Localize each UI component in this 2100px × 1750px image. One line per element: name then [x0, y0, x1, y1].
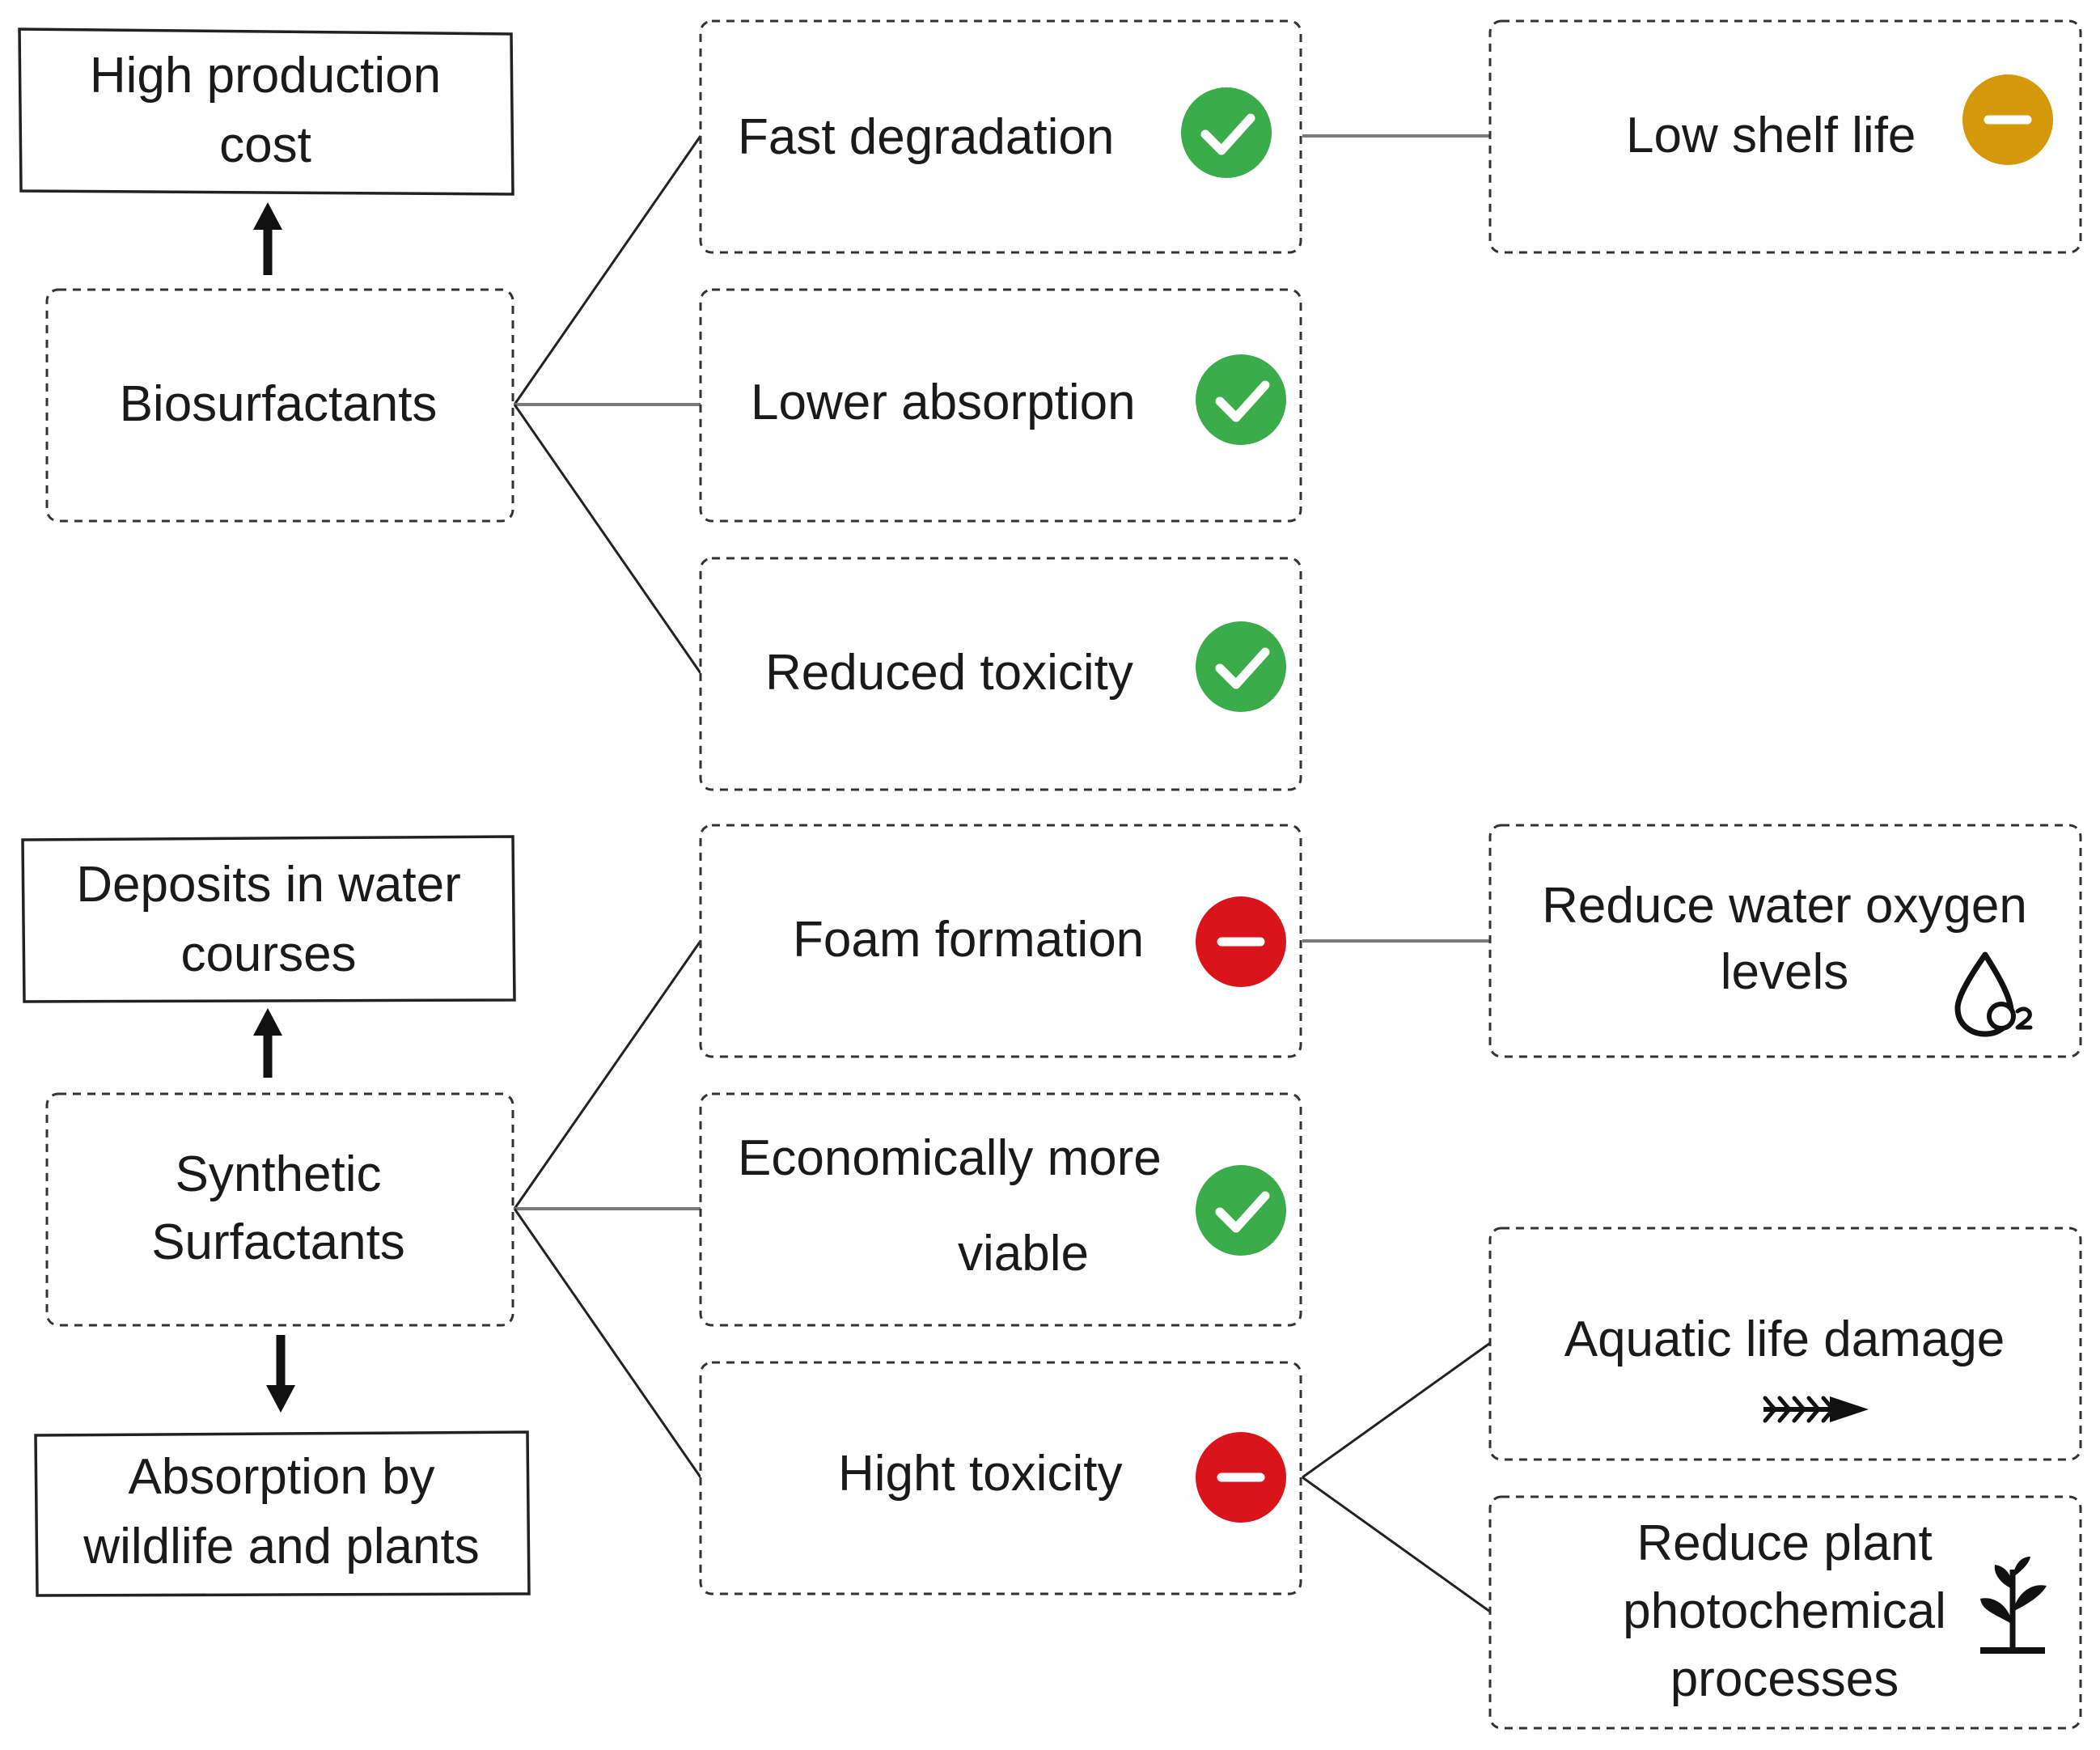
synthetic-surfactants-box: Synthetic Surfactants — [45, 1092, 514, 1327]
deposits-line-2: courses — [180, 926, 356, 982]
absorption-line-2: wildlife and plants — [83, 1519, 479, 1574]
hight-toxicity-label: Hight toxicity — [838, 1446, 1122, 1502]
connector-toxicity-plant — [1302, 1476, 1491, 1613]
check-icon — [1196, 354, 1286, 445]
economically-viable-box: Economically more viable — [699, 1092, 1302, 1327]
reduced-toxicity-label: Reduced toxicity — [765, 645, 1133, 701]
lower-absorption-label: Lower absorption — [751, 375, 1136, 430]
plant-line-2: photochemical — [1623, 1583, 1946, 1639]
arrow-syn-to-deposits — [253, 1008, 282, 1078]
connector-bio-reduced-toxicity — [513, 404, 702, 674]
aquatic-life-damage-box: Aquatic life damage — [1488, 1227, 2082, 1461]
connectors — [253, 134, 1491, 1613]
reduce-water-oxygen-box: Reduce water oxygen levels — [1488, 824, 2082, 1058]
arrow-syn-to-absorption — [266, 1335, 295, 1413]
plant-line-1: Reduce plant — [1636, 1515, 1932, 1571]
connector-bio-fast-degradation — [513, 135, 702, 405]
minus-icon — [1196, 1432, 1286, 1523]
fast-degradation-box: Fast degradation — [699, 19, 1302, 254]
biosurfactants-label: Biosurfactants — [120, 376, 438, 432]
fast-degradation-label: Fast degradation — [738, 109, 1114, 165]
check-icon — [1196, 1165, 1286, 1256]
deposits-in-water-courses-box: Deposits in water courses — [21, 835, 516, 1003]
economically-viable-line-1: Economically more — [738, 1130, 1162, 1186]
fish-bone-icon — [1763, 1396, 1869, 1423]
high-production-cost-line-2: cost — [219, 117, 311, 173]
plant-line-3: processes — [1670, 1651, 1899, 1707]
plant-icon — [1980, 1557, 2047, 1654]
check-icon — [1181, 87, 1272, 178]
connector-toxicity-aquatic — [1302, 1341, 1491, 1479]
absorption-by-wildlife-box: Absorption by wildlife and plants — [34, 1430, 531, 1597]
oxygen-line-1: Reduce water oxygen — [1542, 878, 2027, 934]
high-production-cost-line-1: High production — [90, 48, 441, 104]
biosurfactants-box: Biosurfactants — [45, 288, 514, 523]
check-icon — [1196, 621, 1286, 712]
lower-absorption-box: Lower absorption — [699, 288, 1302, 523]
low-shelf-life-box: Low shelf life — [1488, 19, 2082, 254]
synthetic-surfactants-line-2: Surfactants — [151, 1214, 405, 1270]
arrow-bio-to-cost — [253, 202, 282, 275]
oxygen-drop-icon — [1954, 951, 2033, 1037]
minus-icon — [1196, 896, 1286, 987]
reduce-plant-photochemical-box: Reduce plant photochemical processes — [1488, 1495, 2082, 1730]
deposits-line-1: Deposits in water — [76, 857, 461, 913]
minus-icon — [1962, 74, 2053, 165]
oxygen-line-2: levels — [1721, 944, 1849, 1000]
absorption-line-1: Absorption by — [128, 1449, 434, 1505]
connector-syn-toxicity — [513, 1208, 702, 1478]
low-shelf-life-label: Low shelf life — [1626, 108, 1916, 163]
connector-syn-foam — [513, 940, 702, 1210]
foam-formation-label: Foam formation — [793, 912, 1144, 968]
hight-toxicity-box: Hight toxicity — [699, 1361, 1302, 1595]
foam-formation-box: Foam formation — [699, 824, 1302, 1058]
high-production-cost-box: High production cost — [18, 28, 514, 196]
synthetic-surfactants-line-1: Synthetic — [175, 1146, 381, 1202]
aquatic-life-damage-label: Aquatic life damage — [1564, 1311, 2005, 1367]
economically-viable-line-2: viable — [958, 1226, 1089, 1282]
reduced-toxicity-box: Reduced toxicity — [699, 557, 1302, 791]
